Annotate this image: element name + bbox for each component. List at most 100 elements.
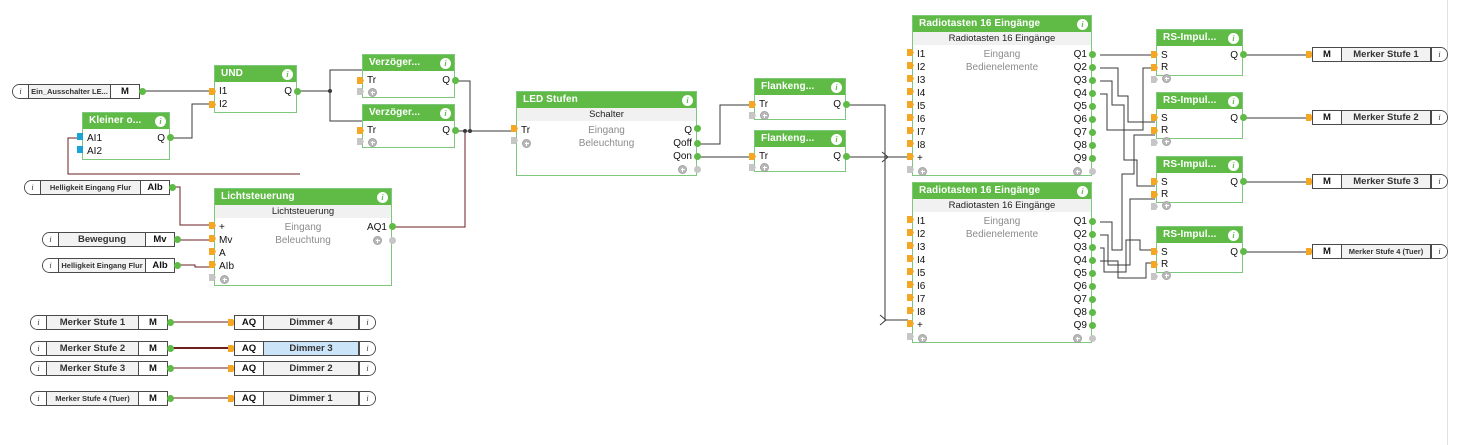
input-connector[interactable] xyxy=(907,75,914,82)
io-output-merker-4[interactable]: M Merker Stufe 4 (Tuer) i xyxy=(1312,244,1448,259)
info-icon[interactable]: i xyxy=(1431,111,1447,124)
output-connector[interactable] xyxy=(1089,296,1096,303)
block-flankengesteuert-1[interactable]: Flankeng... i Tr Q xyxy=(754,78,846,120)
block-header[interactable]: Radiotasten 16 Eingänge i xyxy=(913,16,1091,32)
input-connector[interactable] xyxy=(228,365,235,372)
info-icon[interactable]: i xyxy=(1228,159,1239,171)
add-pin-icon[interactable] xyxy=(220,275,229,284)
add-pin-icon[interactable] xyxy=(522,139,531,148)
block-header[interactable]: Lichtsteuerung i xyxy=(215,189,391,205)
block-header[interactable]: Radiotasten 16 Eingänge i xyxy=(913,183,1091,199)
input-connector[interactable] xyxy=(907,101,914,108)
block-led-stufen[interactable]: LED Stufen i Schalter Eingang Beleuchtun… xyxy=(516,91,697,176)
input-connector-inactive[interactable] xyxy=(209,274,216,281)
output-connector[interactable] xyxy=(167,319,174,326)
output-connector[interactable] xyxy=(169,184,176,191)
output-connector[interactable] xyxy=(1089,218,1096,225)
block-header[interactable]: Flankeng... i xyxy=(755,131,845,147)
info-icon[interactable]: i xyxy=(43,233,58,246)
input-connector[interactable] xyxy=(907,255,914,262)
output-connector[interactable] xyxy=(167,134,174,141)
block-header[interactable]: RS-Impul... i xyxy=(1157,157,1242,173)
io-input-helligkeit-1[interactable]: i Helligkeit Eingang Flur AIb xyxy=(24,180,170,195)
io-output-dimmer-2[interactable]: AQ Dimmer 2 i xyxy=(234,361,376,376)
output-connector[interactable] xyxy=(1240,178,1247,185)
info-icon[interactable]: i xyxy=(359,316,375,329)
info-icon[interactable]: i xyxy=(25,181,40,194)
output-connector[interactable] xyxy=(1089,51,1096,58)
input-connector-inactive[interactable] xyxy=(1151,139,1158,146)
add-pin-icon[interactable] xyxy=(1162,74,1171,83)
io-input-ein-ausschalter[interactable]: i Ein_Ausschalter LE... M xyxy=(12,84,140,99)
input-connector[interactable] xyxy=(907,153,914,160)
info-icon[interactable]: i xyxy=(1431,245,1447,258)
add-pin-icon[interactable] xyxy=(760,111,769,120)
input-connector-inactive[interactable] xyxy=(357,88,364,95)
io-output-dimmer-3[interactable]: AQ Dimmer 3 i xyxy=(234,341,376,356)
block-rs-impuls-4[interactable]: RS-Impul... i S R Q xyxy=(1156,226,1243,280)
block-header[interactable]: Verzöger... i xyxy=(363,55,454,71)
add-pin-icon[interactable] xyxy=(918,167,927,176)
output-connector-inactive[interactable] xyxy=(389,237,396,244)
input-connector[interactable] xyxy=(907,242,914,249)
output-connector[interactable] xyxy=(1240,51,1247,58)
output-connector[interactable] xyxy=(843,153,850,160)
input-connector[interactable] xyxy=(1151,127,1158,134)
input-connector[interactable] xyxy=(907,216,914,223)
input-connector[interactable] xyxy=(1306,248,1313,255)
info-icon[interactable]: i xyxy=(31,392,46,405)
output-connector[interactable] xyxy=(1089,129,1096,136)
input-connector[interactable] xyxy=(1151,261,1158,268)
block-rs-impuls-2[interactable]: RS-Impul... i S R Q xyxy=(1156,92,1243,146)
info-icon[interactable]: i xyxy=(31,342,46,355)
add-pin-icon[interactable] xyxy=(760,163,769,172)
input-connector[interactable] xyxy=(907,140,914,147)
output-connector[interactable] xyxy=(167,365,174,372)
output-connector[interactable] xyxy=(1089,244,1096,251)
input-connector[interactable] xyxy=(907,307,914,314)
input-connector[interactable] xyxy=(228,319,235,326)
input-connector[interactable] xyxy=(1151,178,1158,185)
info-icon[interactable]: i xyxy=(831,133,842,145)
block-header[interactable]: LED Stufen i xyxy=(517,92,696,108)
output-connector[interactable] xyxy=(1089,257,1096,264)
info-icon[interactable]: i xyxy=(31,362,46,375)
output-connector[interactable] xyxy=(1089,103,1096,110)
input-connector[interactable] xyxy=(209,261,216,268)
input-connector[interactable] xyxy=(907,49,914,56)
input-connector[interactable] xyxy=(907,320,914,327)
input-connector[interactable] xyxy=(209,101,216,108)
block-header[interactable]: Flankeng... i xyxy=(755,79,845,95)
output-connector[interactable] xyxy=(843,101,850,108)
info-icon[interactable]: i xyxy=(831,81,842,93)
info-icon[interactable]: i xyxy=(1431,175,1447,188)
output-connector[interactable] xyxy=(1089,155,1096,162)
info-icon[interactable]: i xyxy=(377,191,388,203)
info-icon[interactable]: i xyxy=(359,392,375,405)
info-icon[interactable]: i xyxy=(359,362,375,375)
block-rs-impuls-3[interactable]: RS-Impul... i S R Q xyxy=(1156,156,1243,210)
input-connector-inactive[interactable] xyxy=(1151,203,1158,210)
output-connector[interactable] xyxy=(174,262,181,269)
add-pin-icon[interactable] xyxy=(368,88,377,97)
output-connector[interactable] xyxy=(452,127,459,134)
block-radiotasten-2[interactable]: Radiotasten 16 Eingänge i Radiotasten 16… xyxy=(912,182,1092,343)
info-icon[interactable]: i xyxy=(13,85,28,98)
block-header[interactable]: RS-Impul... i xyxy=(1157,93,1242,109)
input-connector[interactable] xyxy=(228,345,235,352)
io-input-merker-3[interactable]: i Merker Stufe 3 M xyxy=(30,361,168,376)
input-connector[interactable] xyxy=(511,125,518,132)
info-icon[interactable]: i xyxy=(1228,95,1239,107)
output-connector[interactable] xyxy=(1089,90,1096,97)
input-connector[interactable] xyxy=(907,88,914,95)
output-connector[interactable] xyxy=(1089,77,1096,84)
add-pin-icon[interactable] xyxy=(1162,271,1171,280)
block-radiotasten-1[interactable]: Radiotasten 16 Eingänge i Radiotasten 16… xyxy=(912,15,1092,176)
info-icon[interactable]: i xyxy=(682,94,693,106)
input-connector-inactive[interactable] xyxy=(907,166,914,173)
block-und[interactable]: UND i I1 I2 Q xyxy=(214,65,297,113)
output-connector[interactable] xyxy=(139,88,146,95)
io-input-merker-4[interactable]: i Merker Stufe 4 (Tuer) M xyxy=(30,391,168,406)
input-connector[interactable] xyxy=(907,281,914,288)
block-kleiner-oder[interactable]: Kleiner o... i AI1 AI2 Q xyxy=(82,112,170,160)
